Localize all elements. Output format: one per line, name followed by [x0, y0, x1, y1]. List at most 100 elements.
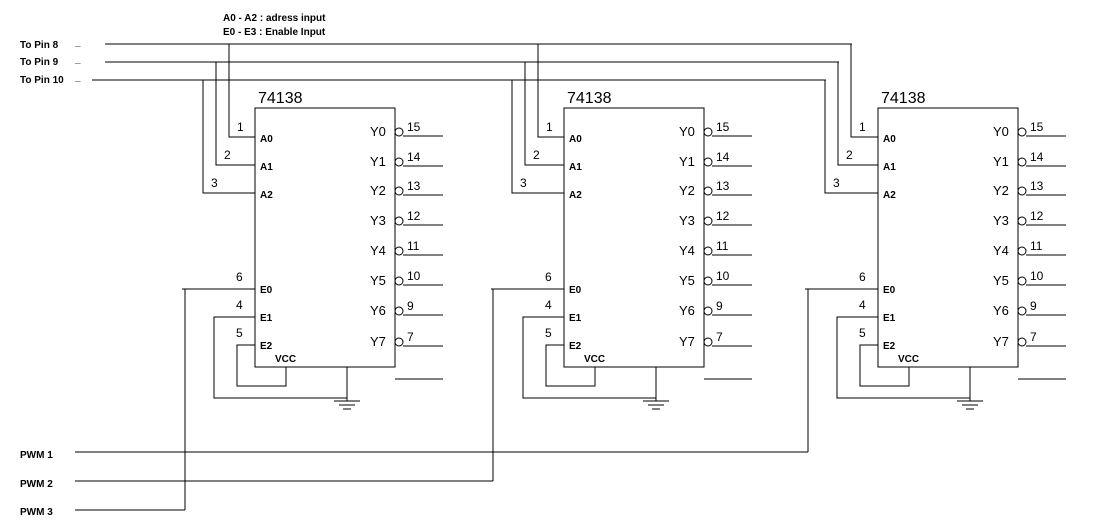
- bus-dash-pin9: _: [74, 54, 81, 65]
- pin-number-y5: 10: [407, 269, 421, 283]
- output-bubble-y6: [703, 306, 713, 316]
- labels: A0 - A2 : adress input E0 - E3 : Enable …: [20, 13, 326, 518]
- pin-label-a2: A2: [260, 190, 273, 201]
- address-wire-a1: [524, 62, 564, 166]
- pin-number-y7: 7: [716, 330, 723, 344]
- address-wire-a2: [824, 80, 878, 194]
- address-wire-a2: [202, 80, 255, 194]
- pin-number-a0: 1: [546, 120, 553, 134]
- pin-label-y5: Y5: [993, 273, 1009, 288]
- pin-number-e0: 6: [859, 270, 866, 284]
- chip-body: [254, 107, 396, 368]
- pin-number-y5: 10: [1030, 269, 1044, 283]
- pin-label-y2: Y2: [993, 183, 1009, 198]
- output-bubble-y0: [1017, 127, 1027, 137]
- address-note: A0 - A2 : adress input: [223, 13, 326, 24]
- pin-number-y0: 15: [1030, 120, 1044, 134]
- pin-number-y3: 12: [716, 209, 730, 223]
- vcc-label: VCC: [898, 354, 919, 365]
- pin-label-e2: E2: [569, 341, 582, 352]
- pin-number-a0: 1: [237, 120, 244, 134]
- pin-number-y5: 10: [716, 269, 730, 283]
- pin-number-y2: 13: [1030, 179, 1044, 193]
- pin-label-y6: Y6: [993, 303, 1009, 318]
- bus-dash-pin8: _: [74, 37, 81, 48]
- pin-label-y6: Y6: [679, 303, 695, 318]
- pin-label-y4: Y4: [679, 243, 695, 258]
- pin-label-y7: Y7: [993, 334, 1009, 349]
- output-bubble-y2: [394, 186, 404, 196]
- wires: [75, 43, 852, 511]
- pin-label-a0: A0: [260, 134, 273, 145]
- pin-label-e0: E0: [883, 285, 896, 296]
- output-bubble-y4: [394, 246, 404, 256]
- output-bubble-y0: [703, 127, 713, 137]
- pin-number-a2: 3: [520, 176, 527, 190]
- chip-part-number: 74138: [567, 90, 612, 107]
- pin-number-y3: 12: [1030, 209, 1044, 223]
- pin-label-e1: E1: [883, 313, 896, 324]
- pin-number-y4: 11: [407, 239, 420, 253]
- output-bubble-y2: [1017, 186, 1027, 196]
- pin-label-e1: E1: [260, 313, 273, 324]
- pin-label-y1: Y1: [679, 154, 695, 169]
- address-wire-a1: [837, 62, 878, 166]
- bus-label-pin9: To Pin 9: [20, 57, 59, 68]
- pin-number-y1: 14: [407, 150, 421, 164]
- output-bubble-y1: [1017, 157, 1027, 167]
- address-wire-a0: [537, 44, 564, 138]
- pin-number-y1: 14: [716, 150, 730, 164]
- output-bubble-y1: [703, 157, 713, 167]
- bus-label-pin10: To Pin 10: [20, 75, 64, 86]
- pwm-label-2: PWM 2: [20, 479, 53, 490]
- pin-label-a1: A1: [260, 162, 273, 173]
- enable-wire-e2-vcc: [545, 344, 596, 387]
- pin-label-e2: E2: [260, 341, 273, 352]
- output-bubble-y5: [1017, 276, 1027, 286]
- pin-label-a0: A0: [569, 134, 582, 145]
- pin-number-y2: 13: [716, 179, 730, 193]
- chip-part-number: 74138: [258, 90, 303, 107]
- output-bubble-y3: [703, 216, 713, 226]
- enable-wire-e2-vcc: [859, 344, 910, 387]
- address-wire-a0: [228, 44, 255, 138]
- pin-number-e1: 4: [545, 298, 552, 312]
- pin-number-e2: 5: [859, 326, 866, 340]
- address-wire-a1: [215, 62, 255, 166]
- pin-label-e2: E2: [883, 341, 896, 352]
- pin-number-a0: 1: [859, 120, 866, 134]
- pin-label-a2: A2: [883, 190, 896, 201]
- pin-label-y3: Y3: [370, 213, 386, 228]
- pin-number-y3: 12: [407, 209, 421, 223]
- output-bubble-y2: [703, 186, 713, 196]
- pin-label-a2: A2: [569, 190, 582, 201]
- pin-label-e1: E1: [569, 313, 582, 324]
- pin-label-y7: Y7: [370, 334, 386, 349]
- vcc-label: VCC: [275, 354, 296, 365]
- output-bubble-y1: [394, 157, 404, 167]
- pin-number-y1: 14: [1030, 150, 1044, 164]
- output-bubble-y0: [394, 127, 404, 137]
- pin-number-y2: 13: [407, 179, 421, 193]
- pin-label-y1: Y1: [370, 154, 386, 169]
- pin-number-a1: 2: [846, 148, 853, 162]
- chip-body: [877, 107, 1019, 368]
- pin-label-y3: Y3: [679, 213, 695, 228]
- pin-label-y0: Y0: [679, 124, 695, 139]
- pin-number-y6: 9: [407, 299, 414, 313]
- bus-dash-pin10: _: [74, 72, 81, 83]
- output-bubble-y3: [1017, 216, 1027, 226]
- pin-label-y0: Y0: [993, 124, 1009, 139]
- output-bubble-y4: [1017, 246, 1027, 256]
- pin-number-y7: 7: [407, 330, 414, 344]
- output-bubble-y7: [394, 337, 404, 347]
- pin-number-y6: 9: [1030, 299, 1037, 313]
- chip-part-number: 74138: [881, 90, 926, 107]
- pin-label-e0: E0: [569, 285, 582, 296]
- pin-label-y3: Y3: [993, 213, 1009, 228]
- pin-label-y7: Y7: [679, 334, 695, 349]
